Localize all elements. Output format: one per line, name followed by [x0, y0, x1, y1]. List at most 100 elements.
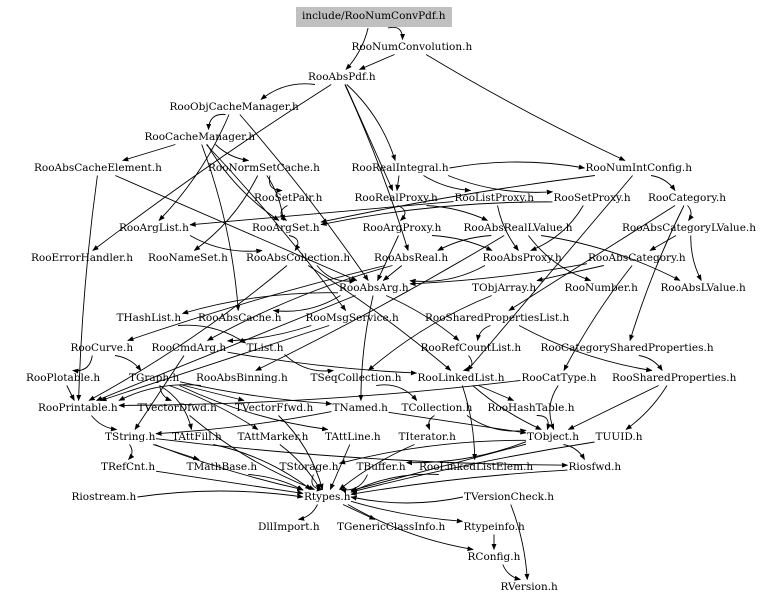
dependency-edge — [549, 385, 559, 431]
graph-node[interactable]: RooArgProxy.h — [362, 221, 442, 234]
dependency-edge — [409, 263, 588, 287]
graph-node[interactable]: RooSetPair.h — [254, 191, 323, 204]
dependency-edge — [638, 355, 663, 372]
dependency-edge — [376, 384, 418, 401]
graph-root-node[interactable]: include/RooNumConvPdf.h — [296, 7, 452, 27]
graph-node[interactable]: RooListProxy.h — [454, 191, 534, 204]
graph-node[interactable]: RooLinkedList.h — [417, 371, 505, 384]
graph-node[interactable]: TCollection.h — [401, 401, 473, 414]
graph-node[interactable]: TRefCnt.h — [101, 460, 156, 473]
dependency-edge — [346, 84, 396, 162]
dependency-edge — [307, 265, 452, 371]
dependency-edge — [278, 415, 324, 491]
graph-node[interactable]: RooCmdArg.h — [151, 341, 227, 354]
graph-node[interactable]: RooAbsArg.h — [339, 281, 409, 294]
graph-node[interactable]: TAttFill.h — [172, 430, 222, 443]
dependency-edge — [339, 444, 415, 490]
graph-node[interactable]: RooNumIntConfig.h — [585, 161, 693, 174]
graph-node[interactable]: RooErrorHandler.h — [31, 251, 134, 264]
dependency-edge — [358, 295, 374, 402]
graph-node[interactable]: TGenericClassInfo.h — [337, 520, 446, 533]
graph-node[interactable]: RooAbsRealLValue.h — [463, 221, 573, 234]
graph-node[interactable]: Rtypeinfo.h — [463, 520, 525, 533]
graph-node[interactable]: RooNameSet.h — [148, 251, 228, 264]
graph-node[interactable]: RooSetProxy.h — [553, 191, 631, 204]
dependency-edge — [476, 325, 491, 342]
graph-node[interactable]: RooRefCountList.h — [420, 341, 522, 354]
graph-node[interactable]: TAttLine.h — [325, 430, 381, 443]
dependency-edge — [338, 439, 527, 465]
graph-node[interactable]: RooArgSet.h — [252, 221, 320, 234]
graph-node[interactable]: TGraph.h — [129, 371, 180, 384]
graph-node[interactable]: RooAbsProxy.h — [482, 251, 562, 264]
graph-node[interactable]: TVectorFfwd.h — [235, 401, 314, 414]
graph-node[interactable]: RooNumConvolution.h — [351, 40, 473, 53]
dependency-edge — [385, 295, 460, 341]
graph-node[interactable]: TVersionCheck.h — [464, 490, 555, 503]
graph-node[interactable]: TIterator.h — [398, 430, 456, 443]
dependency-edge — [536, 265, 604, 282]
graph-node[interactable]: RooPlotable.h — [26, 371, 101, 384]
graph-node[interactable]: TAttMarker.h — [237, 430, 309, 443]
graph-node[interactable]: TMathBase.h — [186, 460, 258, 473]
graph-node[interactable]: TVectorDfwd.h — [137, 401, 217, 414]
graph-node[interactable]: RooNumber.h — [564, 281, 638, 294]
dependency-edge — [478, 385, 515, 401]
dependency-edge — [625, 385, 668, 430]
graph-node[interactable]: RVersion.h — [500, 580, 558, 593]
graph-node[interactable]: Rtypes.h — [304, 490, 351, 503]
dependency-edge — [189, 201, 454, 227]
dependency-edge — [201, 144, 241, 312]
graph-node[interactable]: RooAbsLValue.h — [660, 281, 746, 294]
dependency-edge — [91, 415, 118, 432]
dependency-edge — [377, 235, 399, 282]
graph-node[interactable]: RooAbsCache.h — [198, 311, 282, 324]
dependency-edge — [122, 144, 176, 162]
graph-node[interactable]: RooCacheManager.h — [144, 130, 256, 143]
graph-node[interactable]: RooLinkedListElem.h — [419, 460, 534, 473]
dependency-edge — [181, 292, 339, 315]
graph-node[interactable]: Riostream.h — [71, 490, 137, 503]
graph-node[interactable]: RooCurve.h — [70, 341, 134, 354]
graph-node[interactable]: RooNormSetCache.h — [208, 161, 320, 174]
graph-node[interactable]: RooCategory.h — [648, 191, 726, 204]
graph-node[interactable]: Riosfwd.h — [568, 460, 622, 473]
graph-node[interactable]: RooAbsCategory.h — [588, 251, 686, 264]
dependency-edge — [472, 385, 542, 430]
dependency-edge — [342, 504, 376, 520]
graph-node[interactable]: RooAbsBinning.h — [196, 371, 288, 384]
graph-node[interactable]: TObjArray.h — [472, 281, 537, 294]
graph-node[interactable]: RooAbsCollection.h — [246, 251, 351, 264]
graph-node[interactable]: TStorage.h — [279, 460, 339, 473]
graph-node[interactable]: RooAbsPdf.h — [308, 70, 376, 83]
graph-node[interactable]: TObject.h — [527, 430, 580, 443]
dependency-edge — [347, 504, 474, 552]
graph-node[interactable]: TUUID.h — [595, 430, 643, 443]
dependency-edge — [134, 355, 185, 431]
graph-node[interactable]: RooRealIntegral.h — [351, 161, 449, 174]
graph-node[interactable]: THashList.h — [116, 311, 182, 324]
graph-node[interactable]: TNamed.h — [332, 401, 388, 414]
graph-node[interactable]: RooRealProxy.h — [354, 191, 438, 204]
graph-node[interactable]: RooObjCacheManager.h — [169, 100, 299, 113]
dependency-edge — [280, 205, 288, 221]
graph-node[interactable]: RooAbsCategoryLValue.h — [622, 221, 757, 234]
graph-node[interactable]: TList.h — [246, 341, 284, 354]
graph-node[interactable]: TString.h — [105, 430, 156, 443]
graph-node[interactable]: TBuffer.h — [356, 460, 406, 473]
graph-node[interactable]: RooMsgService.h — [305, 311, 399, 324]
graph-node[interactable]: RooCategorySharedProperties.h — [540, 341, 714, 354]
graph-node[interactable]: RooCatType.h — [521, 371, 597, 384]
graph-node[interactable]: RooAbsReal.h — [374, 251, 449, 264]
graph-node[interactable]: RooSharedPropertiesList.h — [425, 311, 570, 324]
graph-node[interactable]: TSeqCollection.h — [310, 371, 402, 384]
dependency-edge — [226, 325, 312, 344]
graph-node[interactable]: RooAbsCacheElement.h — [34, 161, 162, 174]
graph-node[interactable]: RooSharedProperties.h — [612, 371, 737, 384]
graph-node[interactable]: RooHashTable.h — [487, 401, 575, 414]
graph-node[interactable]: RooArgList.h — [119, 221, 189, 234]
graph-node[interactable]: RConfig.h — [467, 550, 521, 563]
graph-node[interactable]: DllImport.h — [258, 520, 320, 533]
graph-node[interactable]: RooPrintable.h — [38, 401, 118, 414]
dependency-edge — [320, 201, 553, 226]
